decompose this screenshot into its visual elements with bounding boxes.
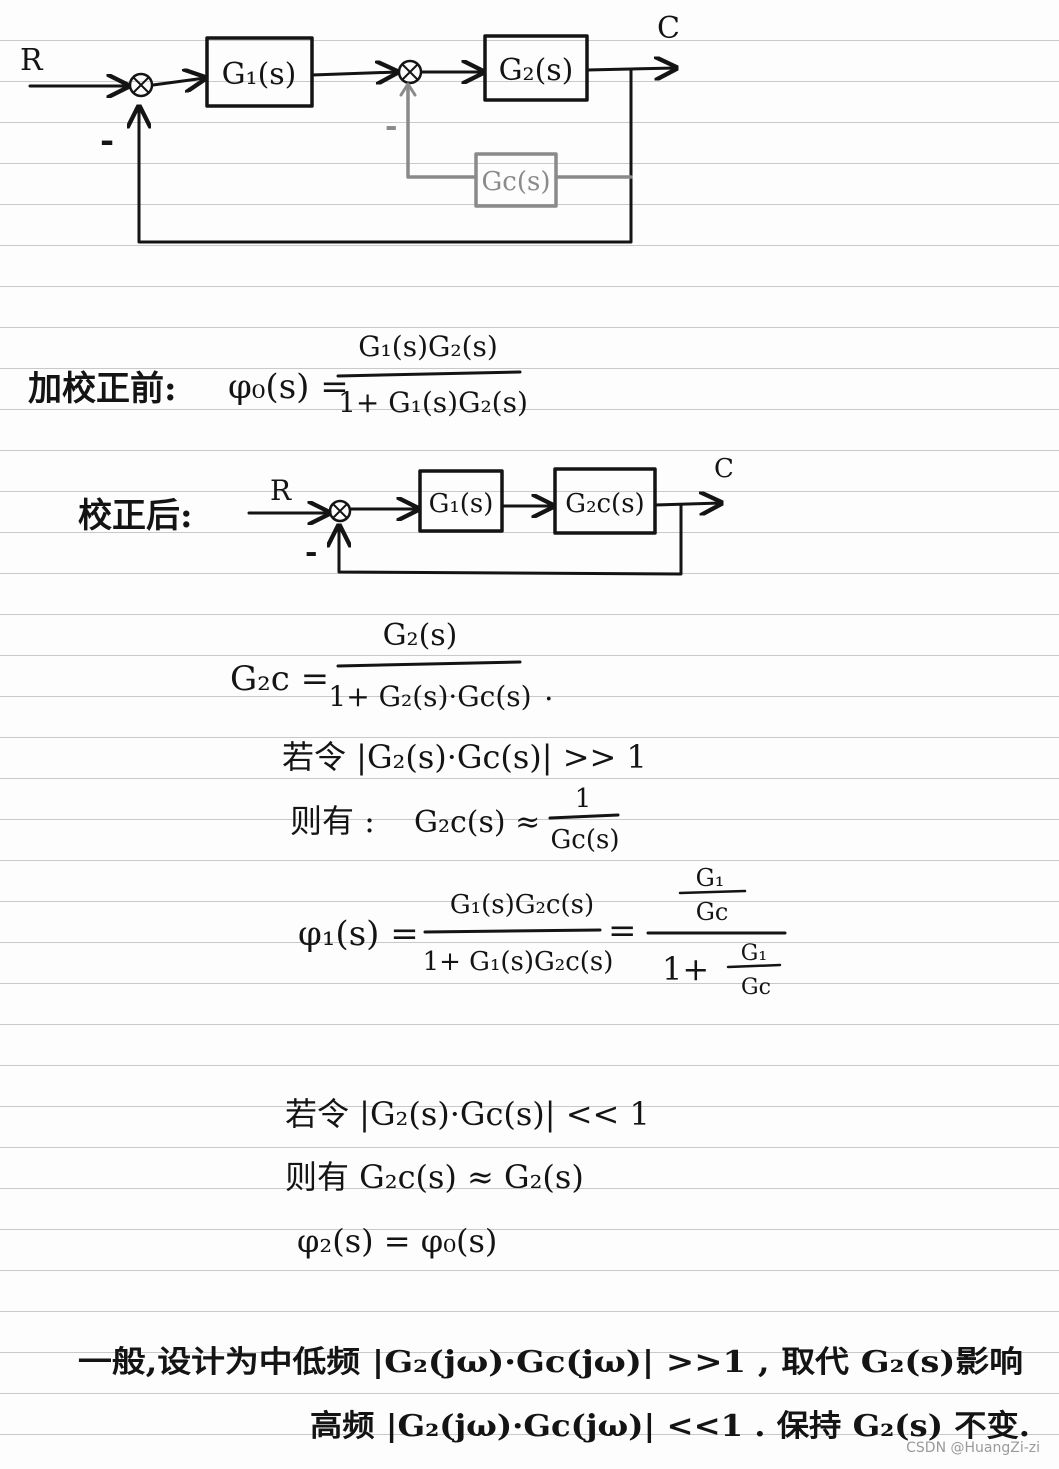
block-g2 [483, 34, 589, 102]
phi0-fraction-bar [336, 370, 522, 378]
case1-approx-denominator: Gc(s) [551, 825, 620, 855]
inner-feedback-arrowhead [399, 82, 417, 97]
g2c-numerator: G₂(s) [383, 618, 458, 653]
after-correction-label: 校正后: [78, 496, 193, 536]
case1-condition: 若令 |G₂(s)·Gc(s)| >> 1 [282, 738, 647, 776]
after-arrow-to-c [653, 503, 721, 505]
phi1-denominator: 1+ G₁(s)G₂c(s) [423, 947, 614, 977]
phi1-formula: φ₁(s) = G₁(s)G₂c(s) 1+ G₁(s)G₂c(s) = G₁ … [298, 864, 787, 1000]
block-gc-label: Gc(s) [482, 167, 551, 197]
phi1-rhs-den-bar [726, 963, 782, 969]
phi1-equals: = [608, 911, 637, 951]
after-block-g1 [418, 469, 504, 533]
case2-phi2: φ₂(s) = φ₀(s) [297, 1222, 497, 1260]
after-block-g2c [553, 467, 657, 535]
input-label-r: R [20, 43, 44, 78]
phi1-rhs-num-top: G₁ [696, 864, 725, 892]
after-input-label-r: R [270, 474, 292, 507]
inner-feedback-minus-sign: - [385, 109, 397, 144]
summary-line-2: 高频 |G₂(jω)·Gc(jω)| <<1 . 保持 G₂(s) 不变. [310, 1409, 1030, 1444]
case1-approx-numerator: 1 [575, 784, 592, 814]
block-g1 [205, 36, 314, 108]
output-label-c: C [657, 11, 680, 46]
arrow-sum1-to-g1 [151, 78, 205, 85]
watermark: CSDN @HuangZi-zi [906, 1440, 1040, 1456]
case-high-gain: 若令 |G₂(s)·Gc(s)| >> 1 则有 : G₂c(s) ≈ 1 Gc… [282, 738, 647, 855]
phi1-rhs-num-bar [678, 889, 747, 895]
after-block-g1-label: G₁(s) [429, 489, 494, 519]
inner-feedback-path-left [406, 84, 478, 179]
after-summing-junction [328, 499, 352, 523]
case1-fraction-bar [548, 813, 620, 820]
summing-junction-1 [128, 72, 154, 98]
after-block-g2c-label: G₂c(s) [565, 489, 644, 519]
summary: 一般,设计为中低频 |G₂(jω)·Gc(jω)| >>1 , 取代 G₂(s)… [78, 1345, 1030, 1444]
summing-junction-2 [397, 59, 423, 85]
case2-condition: 若令 |G₂(s)·Gc(s)| << 1 [285, 1095, 650, 1133]
outer-feedback-path [139, 68, 633, 244]
g2c-lhs: G₂c = [230, 659, 329, 699]
after-feedback-path [339, 503, 683, 576]
after-minus-sign: - [305, 535, 317, 570]
after-correction-diagram: 校正后: R C - G₁(s) G₂c(s) [78, 454, 734, 576]
phi1-rhs-num-bottom: Gc [696, 898, 729, 926]
phi0-numerator: G₁(s)G₂(s) [358, 330, 498, 363]
before-correction-formula: 加校正前: φ₀(s) = G₁(s)G₂(s) 1+ G₁(s)G₂(s) [28, 330, 528, 419]
phi1-rhs-den-prefix: 1+ [662, 950, 709, 988]
phi0-lhs: φ₀(s) = [228, 367, 349, 407]
g2c-formula: G₂c = G₂(s) 1+ G₂(s)·Gc(s) . [230, 618, 554, 713]
after-output-label-c: C [714, 454, 734, 484]
block-gc [474, 152, 558, 208]
summary-line-1: 一般,设计为中低频 |G₂(jω)·Gc(jω)| >>1 , 取代 G₂(s)… [78, 1345, 1023, 1380]
top-block-diagram: R C - - G₁(s) G₂(s) Gc(s) [20, 11, 680, 244]
phi1-lhs: φ₁(s) = [298, 914, 419, 954]
case1-then-label: 则有 : [290, 802, 375, 840]
case-low-gain: 若令 |G₂(s)·Gc(s)| << 1 则有 G₂c(s) ≈ G₂(s) … [285, 1095, 650, 1260]
phi1-rhs-den-bottom: Gc [741, 975, 771, 1000]
phi1-numerator: G₁(s)G₂c(s) [450, 890, 594, 920]
feedback-minus-sign: - [100, 121, 114, 161]
phi1-fraction-bar [423, 928, 602, 934]
block-g1-label: G₁(s) [222, 57, 297, 92]
phi0-denominator: 1+ G₁(s)G₂(s) [338, 386, 528, 419]
case1-approx-lhs: G₂c(s) ≈ [414, 805, 540, 840]
arrow-g1-to-sum2 [310, 72, 397, 75]
g2c-trailing-dot: . [544, 673, 554, 708]
g2c-denominator: 1+ G₂(s)·Gc(s) [328, 680, 531, 713]
phi1-rhs-den-top: G₁ [741, 941, 767, 966]
case2-then: 则有 G₂c(s) ≈ G₂(s) [285, 1158, 584, 1196]
block-g2-label: G₂(s) [499, 53, 574, 88]
before-correction-label: 加校正前: [28, 369, 177, 409]
g2c-fraction-bar [336, 660, 522, 668]
